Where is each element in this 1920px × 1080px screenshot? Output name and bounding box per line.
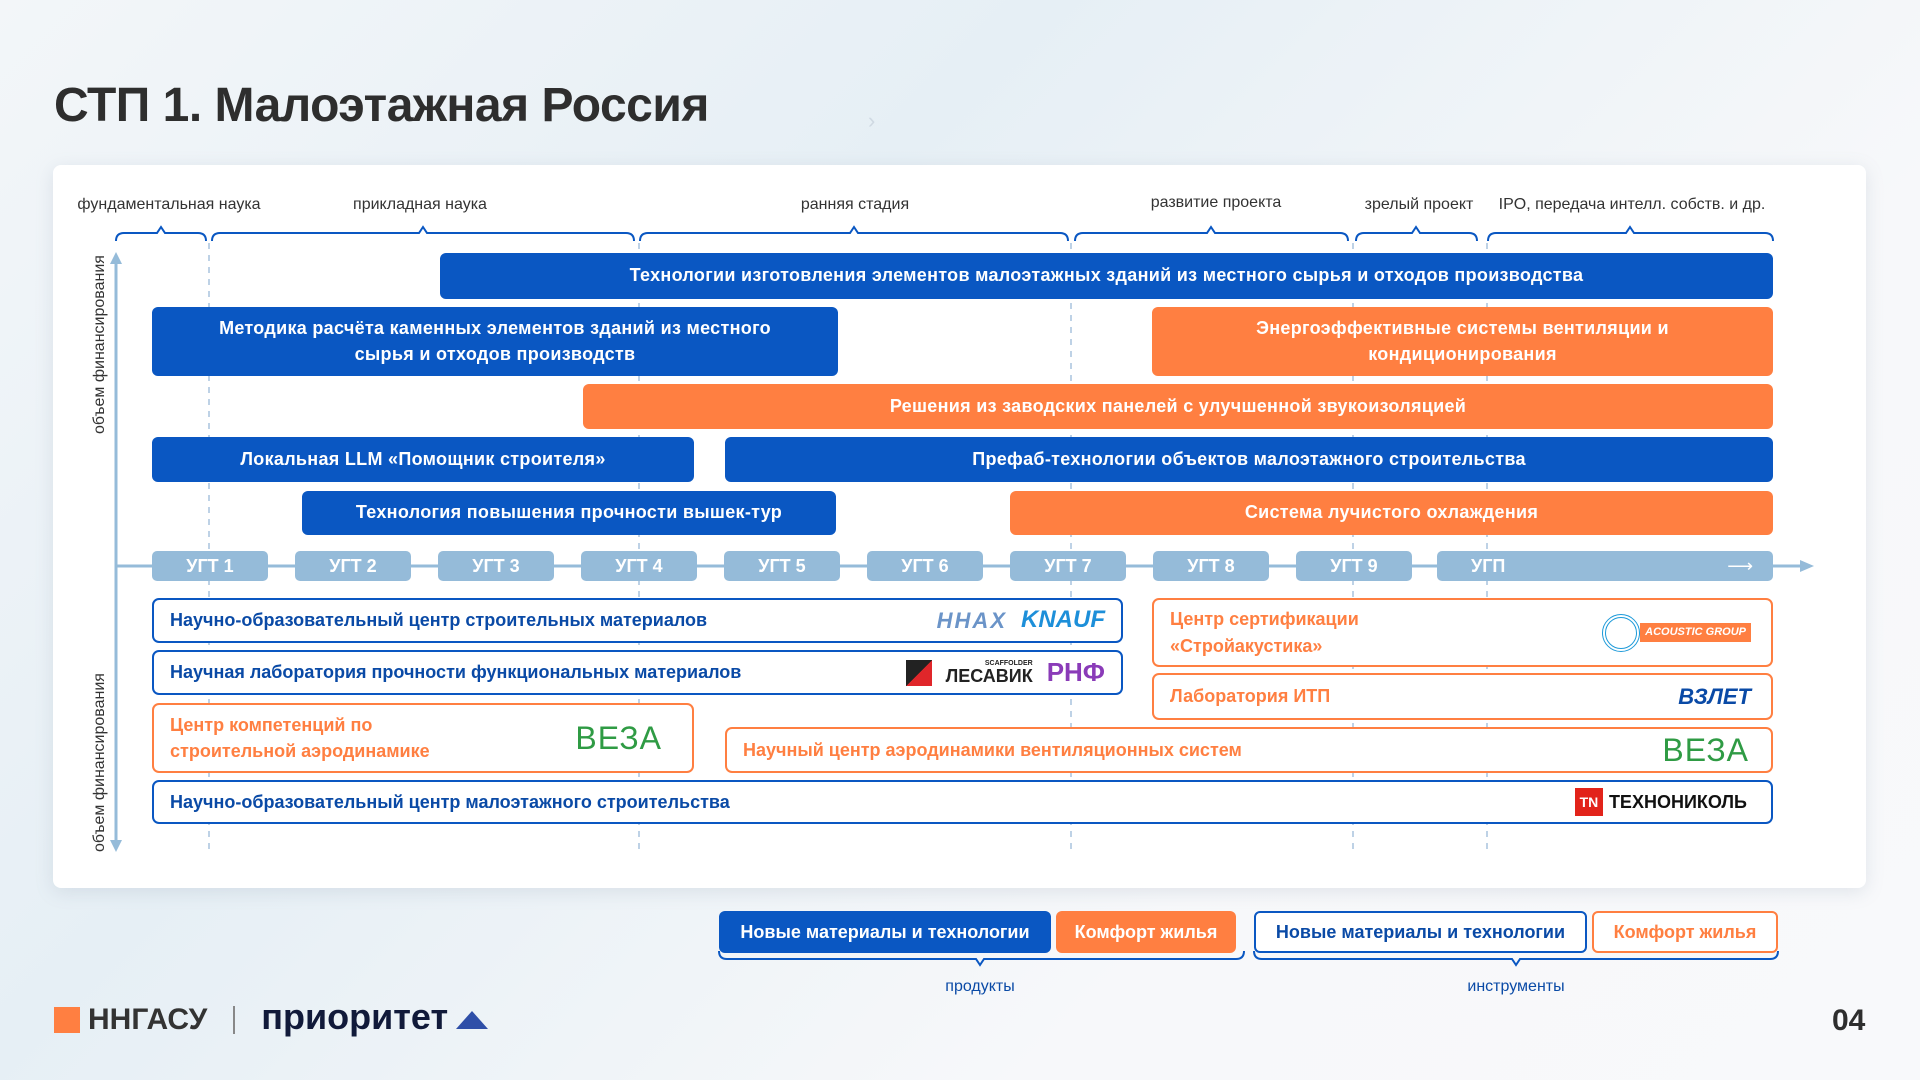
- legend-group-label: продукты: [945, 978, 1015, 995]
- level-label: УГП: [1471, 555, 1506, 576]
- legend-brace: [718, 950, 1245, 967]
- page-title: СТП 1. Малоэтажная Россия: [54, 79, 709, 132]
- phase-brace: [1355, 225, 1478, 242]
- nngasu-logo-icon: [54, 1007, 80, 1033]
- footer-logos: ННГАСУ приоритет: [54, 996, 489, 1038]
- tool-label: Научно-образовательный центр строительны…: [170, 610, 708, 631]
- phase-brace: [1487, 225, 1774, 242]
- phase-label: фундаментальная наука: [77, 196, 261, 213]
- partner-logo-rnf: РНФ: [1046, 656, 1105, 687]
- tool-box[interactable]: Научный центр аэродинамики вентиляционны…: [725, 727, 1773, 773]
- legend-tools-materials[interactable]: Новые материалы и технологии: [1254, 911, 1587, 953]
- level-pill: УГТ 9: [1296, 551, 1412, 581]
- legend-products-comfort[interactable]: Комфорт жилья: [1056, 911, 1236, 953]
- partner-name: ЛЕСАВИК: [945, 666, 1033, 686]
- technonicol-icon: TN: [1574, 788, 1603, 816]
- phase-brace: [115, 225, 207, 242]
- partner-logo-veza: ВЕЗА: [1662, 731, 1749, 768]
- partner-logo-knauf: KNAUF: [1021, 606, 1105, 634]
- legend-tools-comfort[interactable]: Комфорт жилья: [1592, 911, 1778, 953]
- tool-box[interactable]: Научная лаборатория прочности функционал…: [152, 650, 1123, 695]
- legend-group-label: инструменты: [1467, 978, 1565, 995]
- tool-label: Центр компетенций по строительной аэроди…: [170, 714, 430, 761]
- level-pill: УГТ 2: [295, 551, 411, 581]
- level-pill: УГТ 8: [1153, 551, 1269, 581]
- partner-sub: SCAFFOLDER: [984, 660, 1033, 667]
- tool-label: Научный центр аэродинамики вентиляционны…: [743, 739, 1242, 760]
- org-name: ННГАСУ: [88, 1003, 208, 1036]
- product-bar[interactable]: Технологии изготовления элементов малоэт…: [440, 253, 1773, 299]
- level-pill: УГТ 4: [581, 551, 697, 581]
- level-pill: УГТ 3: [438, 551, 554, 581]
- level-pill: УГТ 5: [724, 551, 840, 581]
- phase-brace: [639, 225, 1069, 242]
- axis-label-funding: объем финансирования: [91, 255, 108, 434]
- chevron-right-icon: ›: [868, 108, 876, 133]
- phase-brace: [1074, 225, 1349, 242]
- partner-logo-technonicol: ТЕХНОНИКОЛЬ: [1608, 791, 1747, 812]
- acoustic-group-icon: [1602, 613, 1641, 652]
- legend-products-materials[interactable]: Новые материалы и технологии: [719, 911, 1051, 953]
- level-pill: УГТ 6: [867, 551, 983, 581]
- arrow-right-icon: ⟶: [1727, 555, 1753, 576]
- partner-logo-veza: ВЕЗА: [575, 719, 662, 756]
- lesavik-logo-icon: [905, 659, 932, 686]
- tool-box[interactable]: Научно-образовательный центр строительны…: [152, 598, 1123, 643]
- level-pill: УГТ 1: [152, 551, 268, 581]
- tool-label: Научно-образовательный центр малоэтажног…: [170, 791, 730, 812]
- product-bar[interactable]: Методика расчёта каменных элементов здан…: [152, 307, 838, 376]
- product-bar[interactable]: Энергоэффективные системы вентиляции и к…: [1152, 307, 1773, 376]
- partner-logo-nnah: ННАХ: [936, 607, 1007, 633]
- product-bar[interactable]: Префаб-технологии объектов малоэтажного …: [725, 437, 1773, 482]
- program-name: приоритет: [261, 996, 449, 1037]
- tool-label: Научная лаборатория прочности функционал…: [170, 662, 742, 683]
- partner-logo-acoustic: ACOUSTIC GROUP: [1640, 622, 1751, 643]
- phase-label: прикладная наука: [353, 196, 487, 213]
- phase-brace: [211, 225, 635, 242]
- level-pill: УГТ 7: [1010, 551, 1126, 581]
- tool-box[interactable]: Центр компетенций по строительной аэроди…: [152, 703, 694, 773]
- partner-logo-vzlet: ВЗЛЕТ: [1678, 683, 1751, 709]
- tool-label: Лаборатория ИТП: [1170, 686, 1331, 707]
- tool-box[interactable]: Научно-образовательный центр малоэтажног…: [152, 780, 1773, 824]
- product-bar[interactable]: Технология повышения прочности вышек-тур: [302, 491, 836, 535]
- priority-arrow-icon: [456, 1011, 489, 1029]
- product-bar[interactable]: Решения из заводских панелей с улучшенно…: [583, 384, 1773, 429]
- tool-box[interactable]: Лаборатория ИТП ВЗЛЕТ: [1152, 673, 1773, 720]
- phase-label: ранняя стадия: [800, 196, 910, 213]
- legend-brace: [1253, 950, 1779, 967]
- tool-label: Центр сертификации «Стройакустика»: [1170, 609, 1359, 656]
- divider: [233, 1006, 236, 1034]
- level-pill-ugp: УГП ⟶: [1437, 551, 1773, 581]
- product-bar[interactable]: Локальная LLM «Помощник строителя»: [152, 437, 694, 482]
- phase-label: развитие проекта: [1150, 194, 1282, 211]
- axis-label-funding: объем финансирования: [91, 673, 108, 852]
- page-number: 04: [1832, 1004, 1866, 1037]
- phase-label: IPO, передача интелл. собств. и др.: [1498, 196, 1766, 213]
- tool-box[interactable]: Центр сертификации «Стройакустика» ACOUS…: [1152, 598, 1773, 667]
- product-bar[interactable]: Система лучистого охлаждения: [1010, 491, 1773, 535]
- phase-label: зрелый проект: [1364, 196, 1474, 213]
